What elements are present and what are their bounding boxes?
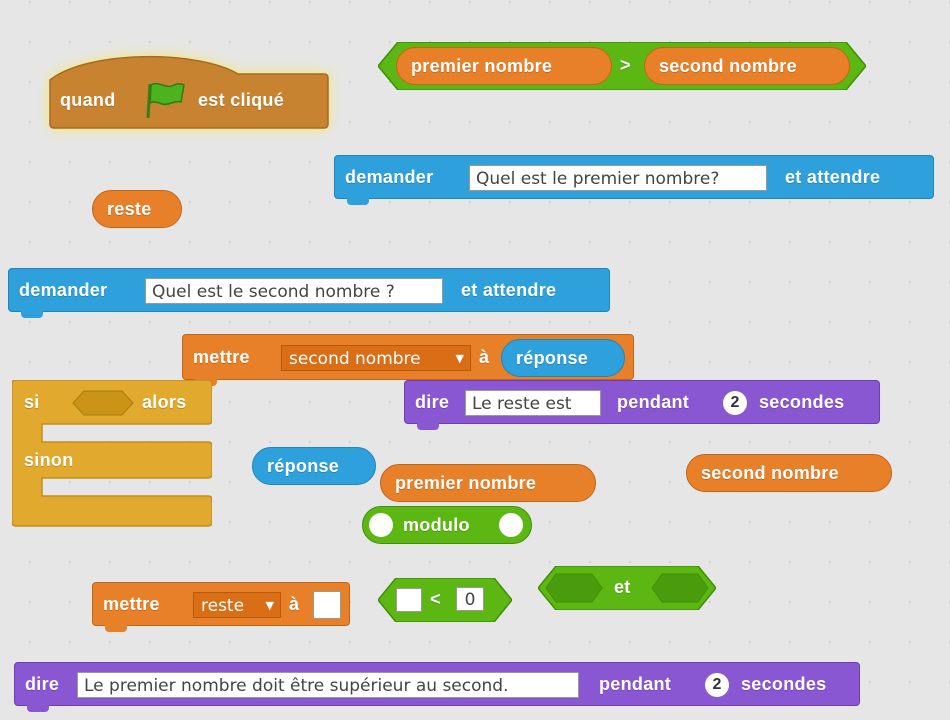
modulo-right-slot[interactable] [499, 513, 523, 537]
set-reste-value-input[interactable] [313, 591, 341, 619]
ask-label: demander [345, 167, 434, 187]
ask-label: demander [19, 280, 108, 300]
for-label: pendant [599, 674, 672, 694]
and-block[interactable]: et [538, 566, 716, 610]
modulo-label: modulo [403, 515, 470, 535]
clicked-label: est cliqué [198, 90, 285, 110]
premier-nombre-label: premier nombre [395, 473, 537, 493]
to-label: à [289, 594, 300, 614]
if-else-block[interactable]: si alors sinon [12, 380, 212, 530]
seconds-number-input[interactable]: 2 [723, 391, 747, 415]
variable-dropdown[interactable]: second nombre [281, 345, 471, 372]
ask-second-question-input[interactable]: Quel est le second nombre ? [145, 278, 443, 304]
to-label: à [479, 347, 490, 367]
greater-than-operator: > [620, 55, 631, 75]
reste-label: reste [107, 199, 152, 219]
hexagon-shape [538, 566, 716, 610]
less-than-left-input[interactable] [396, 588, 422, 612]
say-label: dire [25, 674, 60, 694]
seconds-label: secondes [759, 392, 845, 412]
when-label: quand [60, 90, 116, 110]
reponse-label: réponse [267, 456, 340, 476]
hat-block-shape [49, 55, 329, 129]
green-flag-icon [144, 80, 188, 125]
ask-first-question-input[interactable]: Quel est le premier nombre? [469, 165, 767, 191]
ask-second-number-block[interactable]: demander Quel est le second nombre ? et … [8, 268, 610, 318]
less-than-block[interactable]: < 0 [378, 578, 512, 622]
less-than-right-input[interactable]: 0 [456, 587, 484, 611]
reponse-reporter[interactable]: réponse [501, 339, 625, 377]
then-label: alors [142, 392, 187, 412]
modulo-left-slot[interactable] [369, 513, 393, 537]
set-second-nombre-block[interactable]: mettre second nombre à réponse [182, 334, 634, 386]
for-label: pendant [617, 392, 690, 412]
say-final-text-input[interactable]: Le premier nombre doit être supérieur au… [77, 672, 579, 698]
and-wait-label: et attendre [785, 167, 881, 187]
premier-nombre-reporter[interactable]: premier nombre [396, 47, 612, 85]
greater-than-block[interactable]: premier nombre > second nombre [378, 42, 866, 90]
reste-variable-dropdown[interactable]: reste [193, 592, 281, 619]
reste-reporter[interactable]: reste [92, 190, 182, 228]
premier-nombre-reporter-loose[interactable]: premier nombre [380, 464, 596, 502]
set-label: mettre [193, 347, 250, 367]
ask-first-number-block[interactable]: demander Quel est le premier nombre? et … [334, 155, 934, 205]
say-label: dire [415, 392, 450, 412]
and-wait-label: et attendre [461, 280, 557, 300]
premier-nombre-label: premier nombre [411, 56, 553, 76]
reponse-reporter-loose[interactable]: réponse [252, 447, 376, 485]
empty-boolean-slot[interactable] [72, 390, 134, 416]
say-final-block[interactable]: dire Le premier nombre doit être supérie… [14, 662, 860, 712]
seconds-number-input[interactable]: 2 [705, 673, 729, 697]
if-label: si [24, 392, 40, 412]
c-block-shape [12, 380, 212, 527]
less-than-operator: < [430, 589, 441, 609]
second-nombre-label: second nombre [659, 56, 797, 76]
reponse-label: réponse [516, 348, 589, 368]
say-rest-text-input[interactable]: Le reste est [465, 390, 601, 416]
second-nombre-reporter[interactable]: second nombre [644, 47, 850, 85]
else-label: sinon [24, 450, 74, 470]
set-reste-block[interactable]: mettre reste à [92, 582, 350, 632]
second-nombre-label: second nombre [701, 463, 839, 483]
modulo-operator-block[interactable]: modulo [362, 506, 532, 544]
set-label: mettre [103, 594, 160, 614]
when-flag-clicked-block[interactable]: quand est cliqué [48, 52, 329, 130]
seconds-label: secondes [741, 674, 827, 694]
second-nombre-reporter-loose[interactable]: second nombre [686, 454, 892, 492]
say-rest-block[interactable]: dire Le reste est pendant 2 secondes [404, 380, 880, 430]
and-label: et [614, 577, 631, 597]
